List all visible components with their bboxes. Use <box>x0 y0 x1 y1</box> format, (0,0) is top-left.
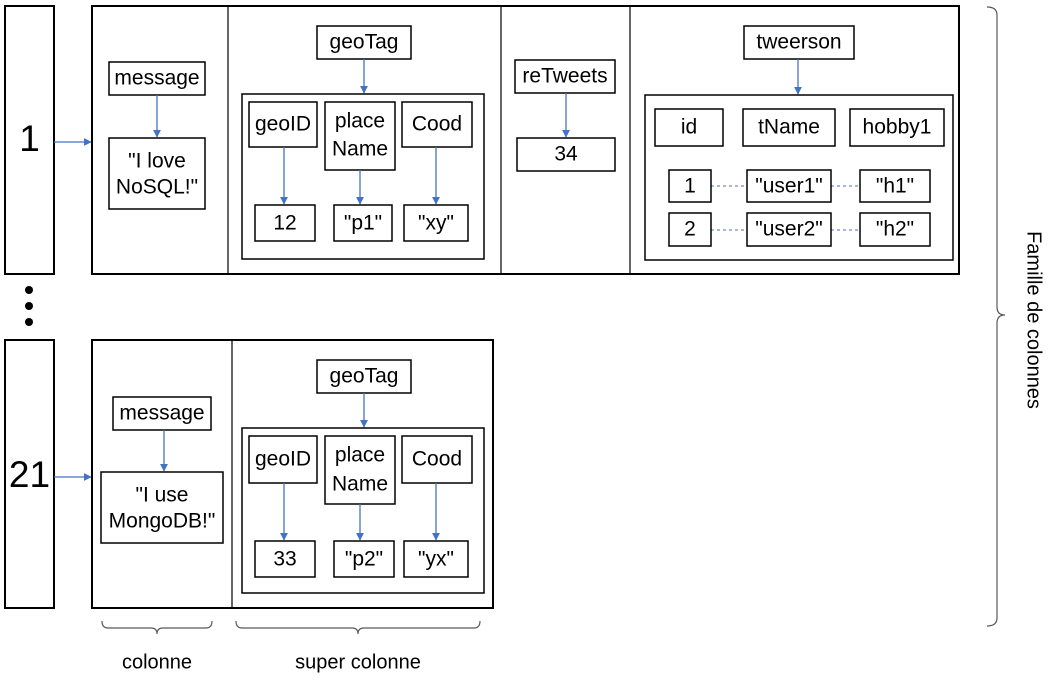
geotag-super-column: geoTag geoID 12 place Name "p1" Cood "xy… <box>241 25 485 260</box>
row-key-box <box>4 5 55 275</box>
field-name-box <box>248 435 318 484</box>
table-header: hobby1 <box>863 116 932 139</box>
field-name-box <box>401 101 473 148</box>
message-column: message "I love NoSQL!" <box>108 61 206 210</box>
table-cell-box <box>668 212 712 247</box>
table-cell: 1 <box>684 175 696 198</box>
table-cell: "user1" <box>755 175 822 198</box>
message-column: message "I use MongoDB!" <box>100 396 224 544</box>
super-column-name-box <box>316 359 412 394</box>
geotag-super-column: geoTag geoID 33 place Name "p2" Cood "yx… <box>241 359 485 594</box>
field-name-box <box>401 435 473 484</box>
field-name: place <box>335 110 385 133</box>
super-column-name-box <box>316 25 412 60</box>
colonne-brace <box>101 620 213 635</box>
column-value-line: NoSQL!" <box>116 176 198 199</box>
column-name: message <box>119 402 204 425</box>
table-cell-box <box>746 169 832 203</box>
field-value: "yx" <box>418 548 454 571</box>
column-value: 34 <box>554 143 578 166</box>
field-name-box <box>324 435 396 505</box>
table-header: id <box>681 116 697 139</box>
field-value-box <box>254 540 316 578</box>
field-value-box <box>333 204 393 242</box>
table-cell-box <box>746 212 832 247</box>
super-colonne-brace <box>235 620 481 635</box>
field-name-box <box>248 101 318 148</box>
field-name: geoID <box>255 113 311 136</box>
field-value: "p1" <box>344 212 382 235</box>
column-name: reTweets <box>522 65 607 88</box>
column-value-line: MongoDB!" <box>109 510 216 533</box>
field-name: Name <box>332 473 388 496</box>
table-header-box <box>742 108 836 147</box>
table-header: tName <box>758 116 820 139</box>
column-value-box <box>108 137 206 210</box>
super-column-name: geoTag <box>330 31 399 54</box>
field-value: "xy" <box>418 212 454 235</box>
column-value-box <box>100 471 224 544</box>
colonne-label: colonne <box>122 651 192 673</box>
field-value-box <box>403 540 469 578</box>
field-value-box <box>254 204 316 242</box>
row-key: 21 <box>9 454 50 495</box>
field-value-box <box>333 540 395 578</box>
field-name: place <box>335 444 385 467</box>
row-21: 21 message "I use MongoDB!" geoTag geoID… <box>4 339 494 609</box>
table-cell: "h1" <box>876 175 914 198</box>
field-name: Cood <box>412 113 462 136</box>
column-name: message <box>114 67 199 90</box>
super-column-name-box <box>743 25 855 60</box>
super-column-name: tweerson <box>756 31 841 54</box>
field-value: 33 <box>273 548 296 571</box>
column-name-box <box>514 59 616 94</box>
column-value-line: "I use <box>136 484 189 507</box>
table-cell-box <box>668 169 712 203</box>
tweerson-super-column: tweerson id tName hobby1 1 "user1" "h1" … <box>644 25 954 261</box>
row-1: 1 message "I love NoSQL!" geoTag geoID 1… <box>4 5 960 275</box>
field-name-box <box>324 101 396 171</box>
field-name: geoID <box>255 448 311 471</box>
field-name: Cood <box>412 448 462 471</box>
table-cell-box <box>859 169 931 203</box>
column-value-box <box>516 137 616 172</box>
super-column-name: geoTag <box>330 365 399 388</box>
column-name-box <box>108 61 206 96</box>
table-header-box <box>849 108 945 147</box>
field-value: 12 <box>273 212 296 235</box>
super-colonne-label: super colonne <box>295 651 421 673</box>
famille-label: Famille de colonnes <box>1023 231 1045 409</box>
column-name-box <box>112 396 212 431</box>
field-name: Name <box>332 138 388 161</box>
retweets-column: reTweets 34 <box>514 59 616 172</box>
ellipsis-dots <box>25 286 33 326</box>
field-value: "p2" <box>345 548 383 571</box>
table-cell-box <box>859 212 931 247</box>
row-key: 1 <box>19 118 40 159</box>
column-value-line: "I love <box>128 150 186 173</box>
table-cell: 2 <box>684 218 696 241</box>
table-header-box <box>654 108 724 147</box>
field-value-box <box>403 204 469 242</box>
row-key-box <box>4 339 55 609</box>
table-cell: "h2" <box>876 218 914 241</box>
table-cell: "user2" <box>755 218 822 241</box>
famille-brace <box>986 6 1006 627</box>
